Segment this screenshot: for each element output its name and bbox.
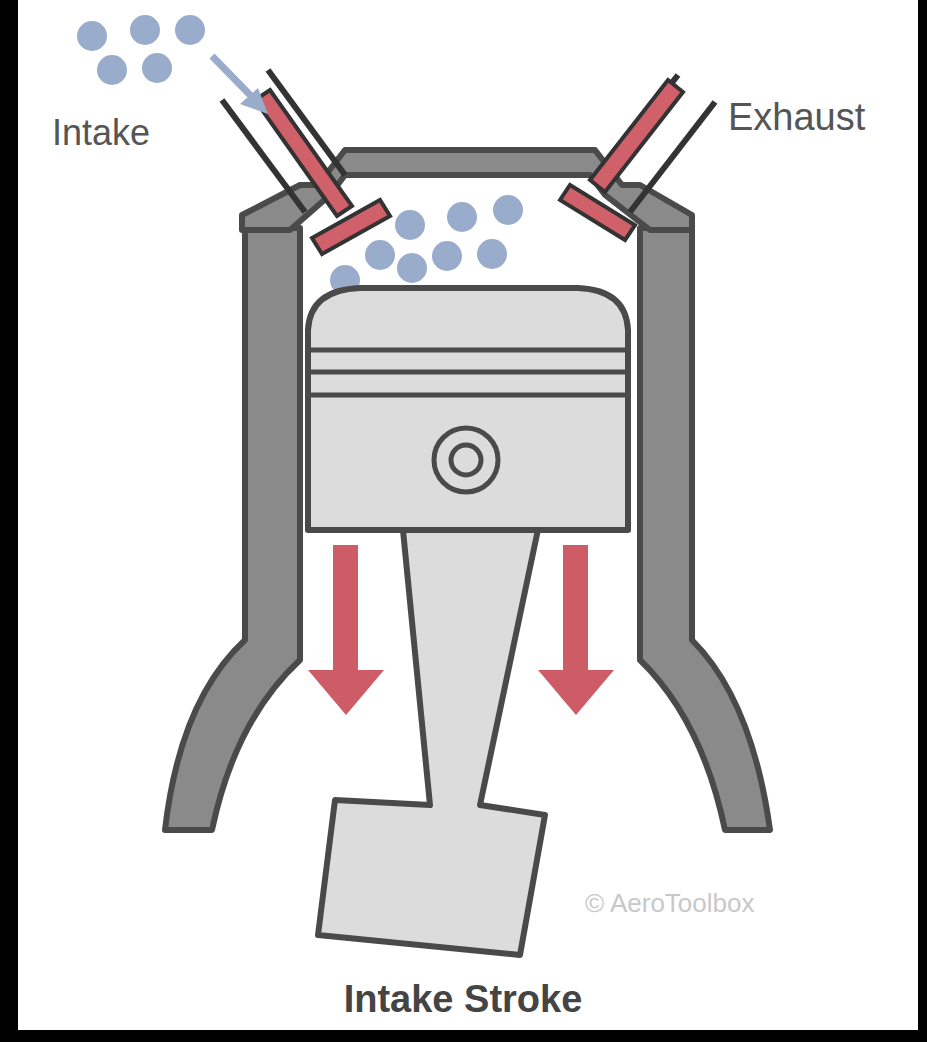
intake-valve bbox=[255, 90, 390, 254]
piston bbox=[308, 288, 628, 530]
port-label: Exhaust bbox=[728, 96, 865, 139]
exhaust-valve bbox=[560, 80, 683, 240]
intake-flow-arrow bbox=[212, 56, 268, 114]
caption: Intake Stroke bbox=[344, 978, 583, 1021]
air-particles bbox=[77, 15, 205, 85]
cylinder-wall-left bbox=[165, 228, 300, 830]
piston-motion-arrow bbox=[308, 545, 614, 715]
white-ground bbox=[18, 0, 918, 1030]
cylinder-wall-right bbox=[640, 228, 770, 830]
watermark: © AeroToolbox bbox=[585, 888, 754, 919]
port-label: Intake bbox=[52, 112, 150, 154]
air-particles bbox=[330, 195, 523, 295]
